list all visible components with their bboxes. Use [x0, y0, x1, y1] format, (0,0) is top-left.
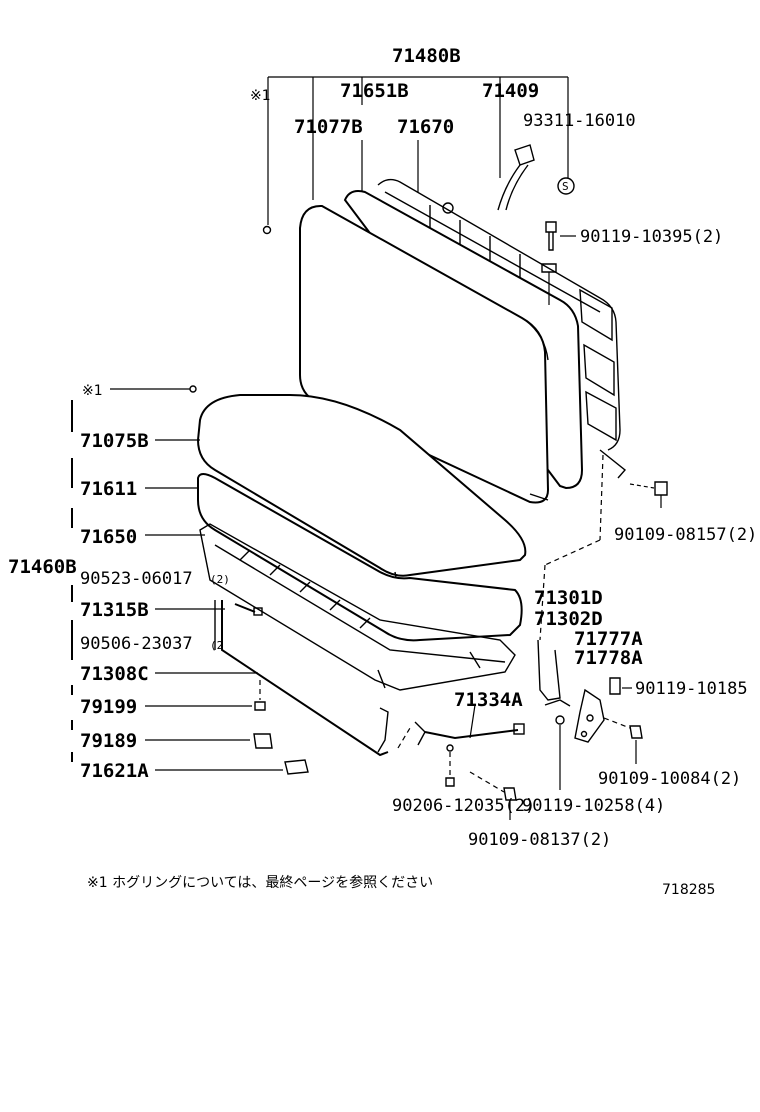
label-90206-12035: 90206-12035(2) [392, 796, 535, 816]
svg-text:S: S [562, 180, 569, 193]
label-90119-10185: 90119-10185 [635, 679, 748, 699]
label-71778A: 71778A [574, 647, 643, 669]
label-90523-qty: (2) [210, 573, 230, 586]
stay-71315B [234, 603, 263, 616]
label-90506-23037: 90506-23037 [80, 634, 193, 654]
connector-dashes [397, 454, 604, 749]
clip-79199 [254, 680, 266, 711]
figure-code: 718285 [662, 882, 715, 898]
wire-71308C [214, 600, 389, 757]
label-71301D: 71301D [534, 587, 603, 609]
label-71611: 71611 [80, 478, 137, 500]
label-93311-16010: 93311-16010 [523, 111, 636, 131]
label-71409: 71409 [482, 80, 539, 102]
label-90109-10084: 90109-10084(2) [598, 769, 741, 789]
upper-assembly-bracket [267, 76, 569, 225]
label-71075B: 71075B [80, 430, 149, 452]
part-labels: 71480B ※1 71651B 71409 71077B 71670 9331… [8, 45, 757, 850]
clip-79189 [253, 733, 273, 749]
label-71670: 71670 [397, 116, 454, 138]
pad-71621A [284, 759, 309, 775]
label-71308C: 71308C [80, 663, 149, 685]
label-71621A: 71621A [80, 760, 149, 782]
label-90523-06017: 90523-06017 [80, 569, 193, 589]
bolt-90109-08137 [469, 771, 517, 820]
label-71480B: 71480B [392, 45, 461, 67]
leader-lines [145, 439, 476, 771]
label-71315B: 71315B [80, 599, 149, 621]
label-79199: 79199 [80, 696, 137, 718]
seat-cushion-pad [197, 473, 523, 642]
hinge-71301D [537, 639, 571, 790]
washer-93311: S [557, 177, 575, 195]
label-90109-08157: 90109-08157(2) [614, 525, 757, 545]
label-90119-10395: 90119-10395(2) [580, 227, 723, 247]
label-71334A: 71334A [454, 689, 523, 711]
bolt-90119-10395 [541, 221, 576, 305]
hog-ring-lower [110, 385, 197, 393]
label-71302D: 71302D [534, 608, 603, 630]
label-71460B: 71460B [8, 556, 77, 578]
label-71777A: 71777A [574, 628, 643, 650]
footnote-text: ※1 ホグリングについては、最終ページを参照ください [87, 874, 433, 891]
label-71077B: 71077B [294, 116, 363, 138]
label-90109-08137: 90109-08137(2) [468, 830, 611, 850]
label-ring-mark-b: ※1 [82, 383, 103, 399]
label-90119-10258: 90119-10258(4) [522, 796, 665, 816]
label-71650: 71650 [80, 526, 137, 548]
label-ring-mark-a: ※1 [250, 88, 271, 104]
seat-belt-buckle [497, 144, 535, 211]
bracket-71777A [574, 688, 605, 743]
label-79189: 79189 [80, 730, 137, 752]
bolt-90119-10185 [609, 677, 632, 695]
seat-cushion-frame [199, 523, 516, 691]
seat-back-frame [377, 178, 627, 479]
label-90506-qty: (2 [210, 639, 223, 652]
rod-71334A [414, 721, 525, 787]
hog-ring-upper [262, 225, 272, 235]
bolt-90109-10084 [603, 717, 643, 764]
label-71651B: 71651B [340, 80, 409, 102]
bolt-90109-08157 [629, 481, 668, 508]
